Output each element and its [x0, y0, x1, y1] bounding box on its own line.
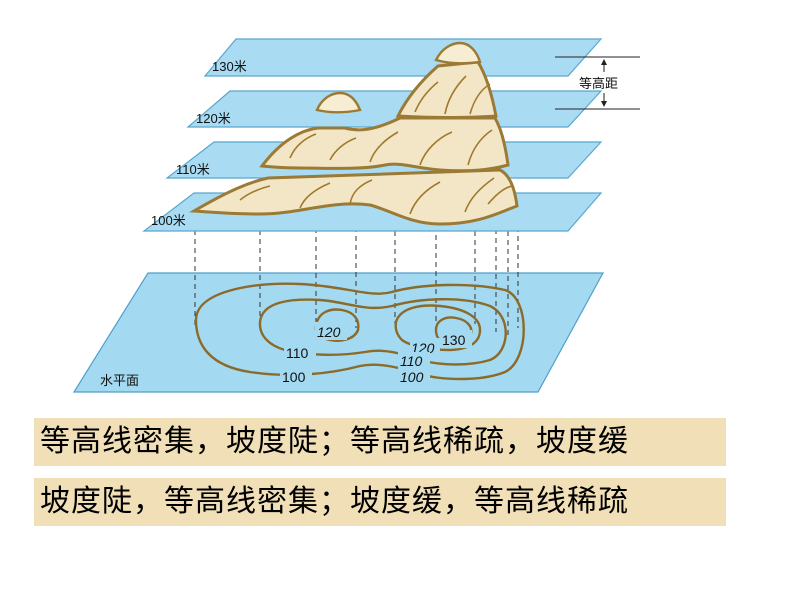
- base-plane-label: 水平面: [100, 373, 139, 388]
- contour-label-110-left: 110: [286, 345, 309, 361]
- contour-label-110-right: 110: [400, 353, 423, 369]
- plane-label-110: 110米: [176, 162, 210, 177]
- caption-banner-1: 等高线密集，坡度陡；等高线稀疏，坡度缓: [34, 418, 726, 466]
- contour-label-100-left: 100: [282, 369, 306, 385]
- plane-130: [203, 38, 603, 77]
- plane-label-100: 100米: [151, 213, 186, 228]
- plane-label-130: 130米: [212, 59, 247, 74]
- contour-interval-label: 等高距: [579, 76, 618, 91]
- contour-diagram: 120 130 120 110 110 100 100 130米 120米 11…: [72, 38, 640, 393]
- contour-interval-indicator: 等高距: [555, 56, 640, 110]
- mountain: [188, 41, 519, 226]
- plane-label-120: 120米: [196, 111, 231, 126]
- contour-label-120-left: 120: [317, 324, 341, 340]
- caption-banner-2: 坡度陡，等高线密集；坡度缓，等高线稀疏: [34, 478, 726, 526]
- contour-label-130: 130: [442, 332, 466, 348]
- contour-label-100-right: 100: [400, 369, 424, 385]
